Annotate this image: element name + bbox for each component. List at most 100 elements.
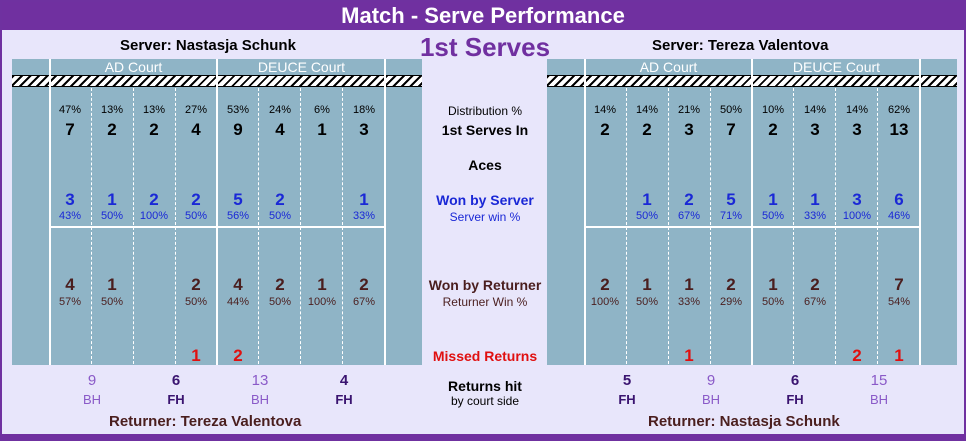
left-returns-bh-count: 9 <box>87 372 97 389</box>
right-zone-server-win-pct: 46% <box>887 210 911 222</box>
left-zone-first-serves-in: 4 <box>191 120 201 139</box>
left-zone-missed-returns: 2 <box>233 346 243 365</box>
right-zone-divider <box>835 88 836 364</box>
left-zone-divider <box>133 88 134 364</box>
left-zone-won-by-returner: 1 <box>317 275 327 294</box>
right-zone-first-serves-in: 3 <box>852 120 862 139</box>
left-zone-server-win-pct: 50% <box>268 210 292 222</box>
left-zone-won-by-returner: 4 <box>65 275 75 294</box>
right-zone-won-by-server: 1 <box>810 190 820 209</box>
left-zone-returner-win-pct: 100% <box>307 296 337 308</box>
right-zone-won-by-returner: 1 <box>768 275 778 294</box>
returner-win-pct-label: Returner Win % <box>442 295 528 309</box>
right-zone-returner-win-pct: 100% <box>590 296 620 308</box>
right-zone-first-serves-in: 13 <box>889 120 909 139</box>
right-zone-won-by-server: 6 <box>894 190 904 209</box>
right-zone-distribution-pct: 14% <box>635 104 659 116</box>
left-zone-won-by-returner: 2 <box>275 275 285 294</box>
right-zone-divider <box>793 88 794 364</box>
left-returns-bh-count: 13 <box>251 372 269 389</box>
left-zone-returner-win-pct: 44% <box>226 296 250 308</box>
right-returns-bh-count: 15 <box>870 372 888 389</box>
right-zone-won-by-returner: 2 <box>600 275 610 294</box>
right-zone-missed-returns: 2 <box>852 346 862 365</box>
first-serves-in-label: 1st Serves In <box>441 122 529 138</box>
right-zone-server-win-pct: 100% <box>842 210 872 222</box>
left-zone-won-by-server: 2 <box>191 190 201 209</box>
right-zone-distribution-pct: 10% <box>761 104 785 116</box>
right-zone-won-by-returner: 1 <box>642 275 652 294</box>
left-returns-bh-label: BH <box>250 392 270 407</box>
left-zone-server-win-pct: 43% <box>58 210 82 222</box>
right-server-name: Server: Tereza Valentova <box>652 37 829 54</box>
left-zone-distribution-pct: 13% <box>100 104 124 116</box>
right-returns-fh-count: 5 <box>622 372 632 389</box>
right-zone-first-serves-in: 2 <box>768 120 778 139</box>
right-zone-divider <box>626 88 627 364</box>
right-zone-first-serves-in: 2 <box>642 120 652 139</box>
left-zone-returner-win-pct: 50% <box>268 296 292 308</box>
right-zone-returner-win-pct: 29% <box>719 296 743 308</box>
left-zone-first-serves-in: 7 <box>65 120 75 139</box>
left-zone-won-by-server: 2 <box>275 190 285 209</box>
left-zone-returner-win-pct: 57% <box>58 296 82 308</box>
left-zone-won-by-server: 5 <box>233 190 243 209</box>
left-returns-bh-label: BH <box>82 392 102 407</box>
left-zone-distribution-pct: 13% <box>142 104 166 116</box>
left-zone-divider <box>91 88 92 364</box>
left-zone-distribution-pct: 53% <box>226 104 250 116</box>
right-zone-won-by-server: 1 <box>768 190 778 209</box>
left-zone-won-by-server: 1 <box>359 190 369 209</box>
right-zone-distribution-pct: 62% <box>887 104 911 116</box>
left-zone-server-win-pct: 50% <box>100 210 124 222</box>
right-zone-server-win-pct: 67% <box>677 210 701 222</box>
right-returns-bh-count: 9 <box>706 372 716 389</box>
right-zone-won-by-returner: 2 <box>726 275 736 294</box>
server-win-pct-label: Server win % <box>449 210 521 224</box>
won-by-returner-label: Won by Returner <box>428 277 542 293</box>
right-zone-server-win-pct: 33% <box>803 210 827 222</box>
right-zone-won-by-returner: 7 <box>894 275 904 294</box>
right-zone-won-by-returner: 1 <box>684 275 694 294</box>
by-court-side-label: by court side <box>450 394 520 408</box>
right-zone-server-win-pct: 50% <box>635 210 659 222</box>
left-zone-divider <box>258 88 259 364</box>
right-zone-divider <box>710 88 711 364</box>
right-zone-returner-win-pct: 33% <box>677 296 701 308</box>
left-zone-returner-win-pct: 67% <box>352 296 376 308</box>
left-zone-distribution-pct: 18% <box>352 104 376 116</box>
page-title: Match - Serve Performance <box>2 2 964 30</box>
section-title: 1st Serves <box>419 32 551 62</box>
left-zone-won-by-server: 2 <box>149 190 159 209</box>
left-zone-divider <box>175 88 176 364</box>
right-returns-bh-label: BH <box>869 392 889 407</box>
left-zone-server-win-pct: 33% <box>352 210 376 222</box>
right-returner-name: Returner: Nastasja Schunk <box>648 413 840 430</box>
right-zone-first-serves-in: 2 <box>600 120 610 139</box>
left-zone-won-by-server: 3 <box>65 190 75 209</box>
left-zone-won-by-returner: 2 <box>191 275 201 294</box>
right-zone-distribution-pct: 14% <box>593 104 617 116</box>
right-sideline-left <box>584 59 586 365</box>
left-zone-won-by-returner: 2 <box>359 275 369 294</box>
aces-label: Aces <box>468 157 502 173</box>
right-zone-missed-returns: 1 <box>894 346 904 365</box>
missed-returns-label: Missed Returns <box>432 348 538 364</box>
right-zone-divider <box>877 88 878 364</box>
right-zone-won-by-server: 5 <box>726 190 736 209</box>
right-zone-won-by-server: 1 <box>642 190 652 209</box>
right-zone-distribution-pct: 14% <box>845 104 869 116</box>
left-zone-first-serves-in: 4 <box>275 120 285 139</box>
left-zone-returner-win-pct: 50% <box>184 296 208 308</box>
left-zone-distribution-pct: 24% <box>268 104 292 116</box>
right-zone-distribution-pct: 21% <box>677 104 701 116</box>
right-returns-fh-label: FH <box>786 392 804 407</box>
right-zone-won-by-server: 2 <box>684 190 694 209</box>
left-returns-fh-count: 6 <box>171 372 181 389</box>
right-zone-first-serves-in: 3 <box>684 120 694 139</box>
left-sideline-left <box>49 59 51 365</box>
right-zone-returner-win-pct: 54% <box>887 296 911 308</box>
left-deuce-court-label: DEUCE Court <box>257 59 346 75</box>
left-zone-first-serves-in: 2 <box>107 120 117 139</box>
